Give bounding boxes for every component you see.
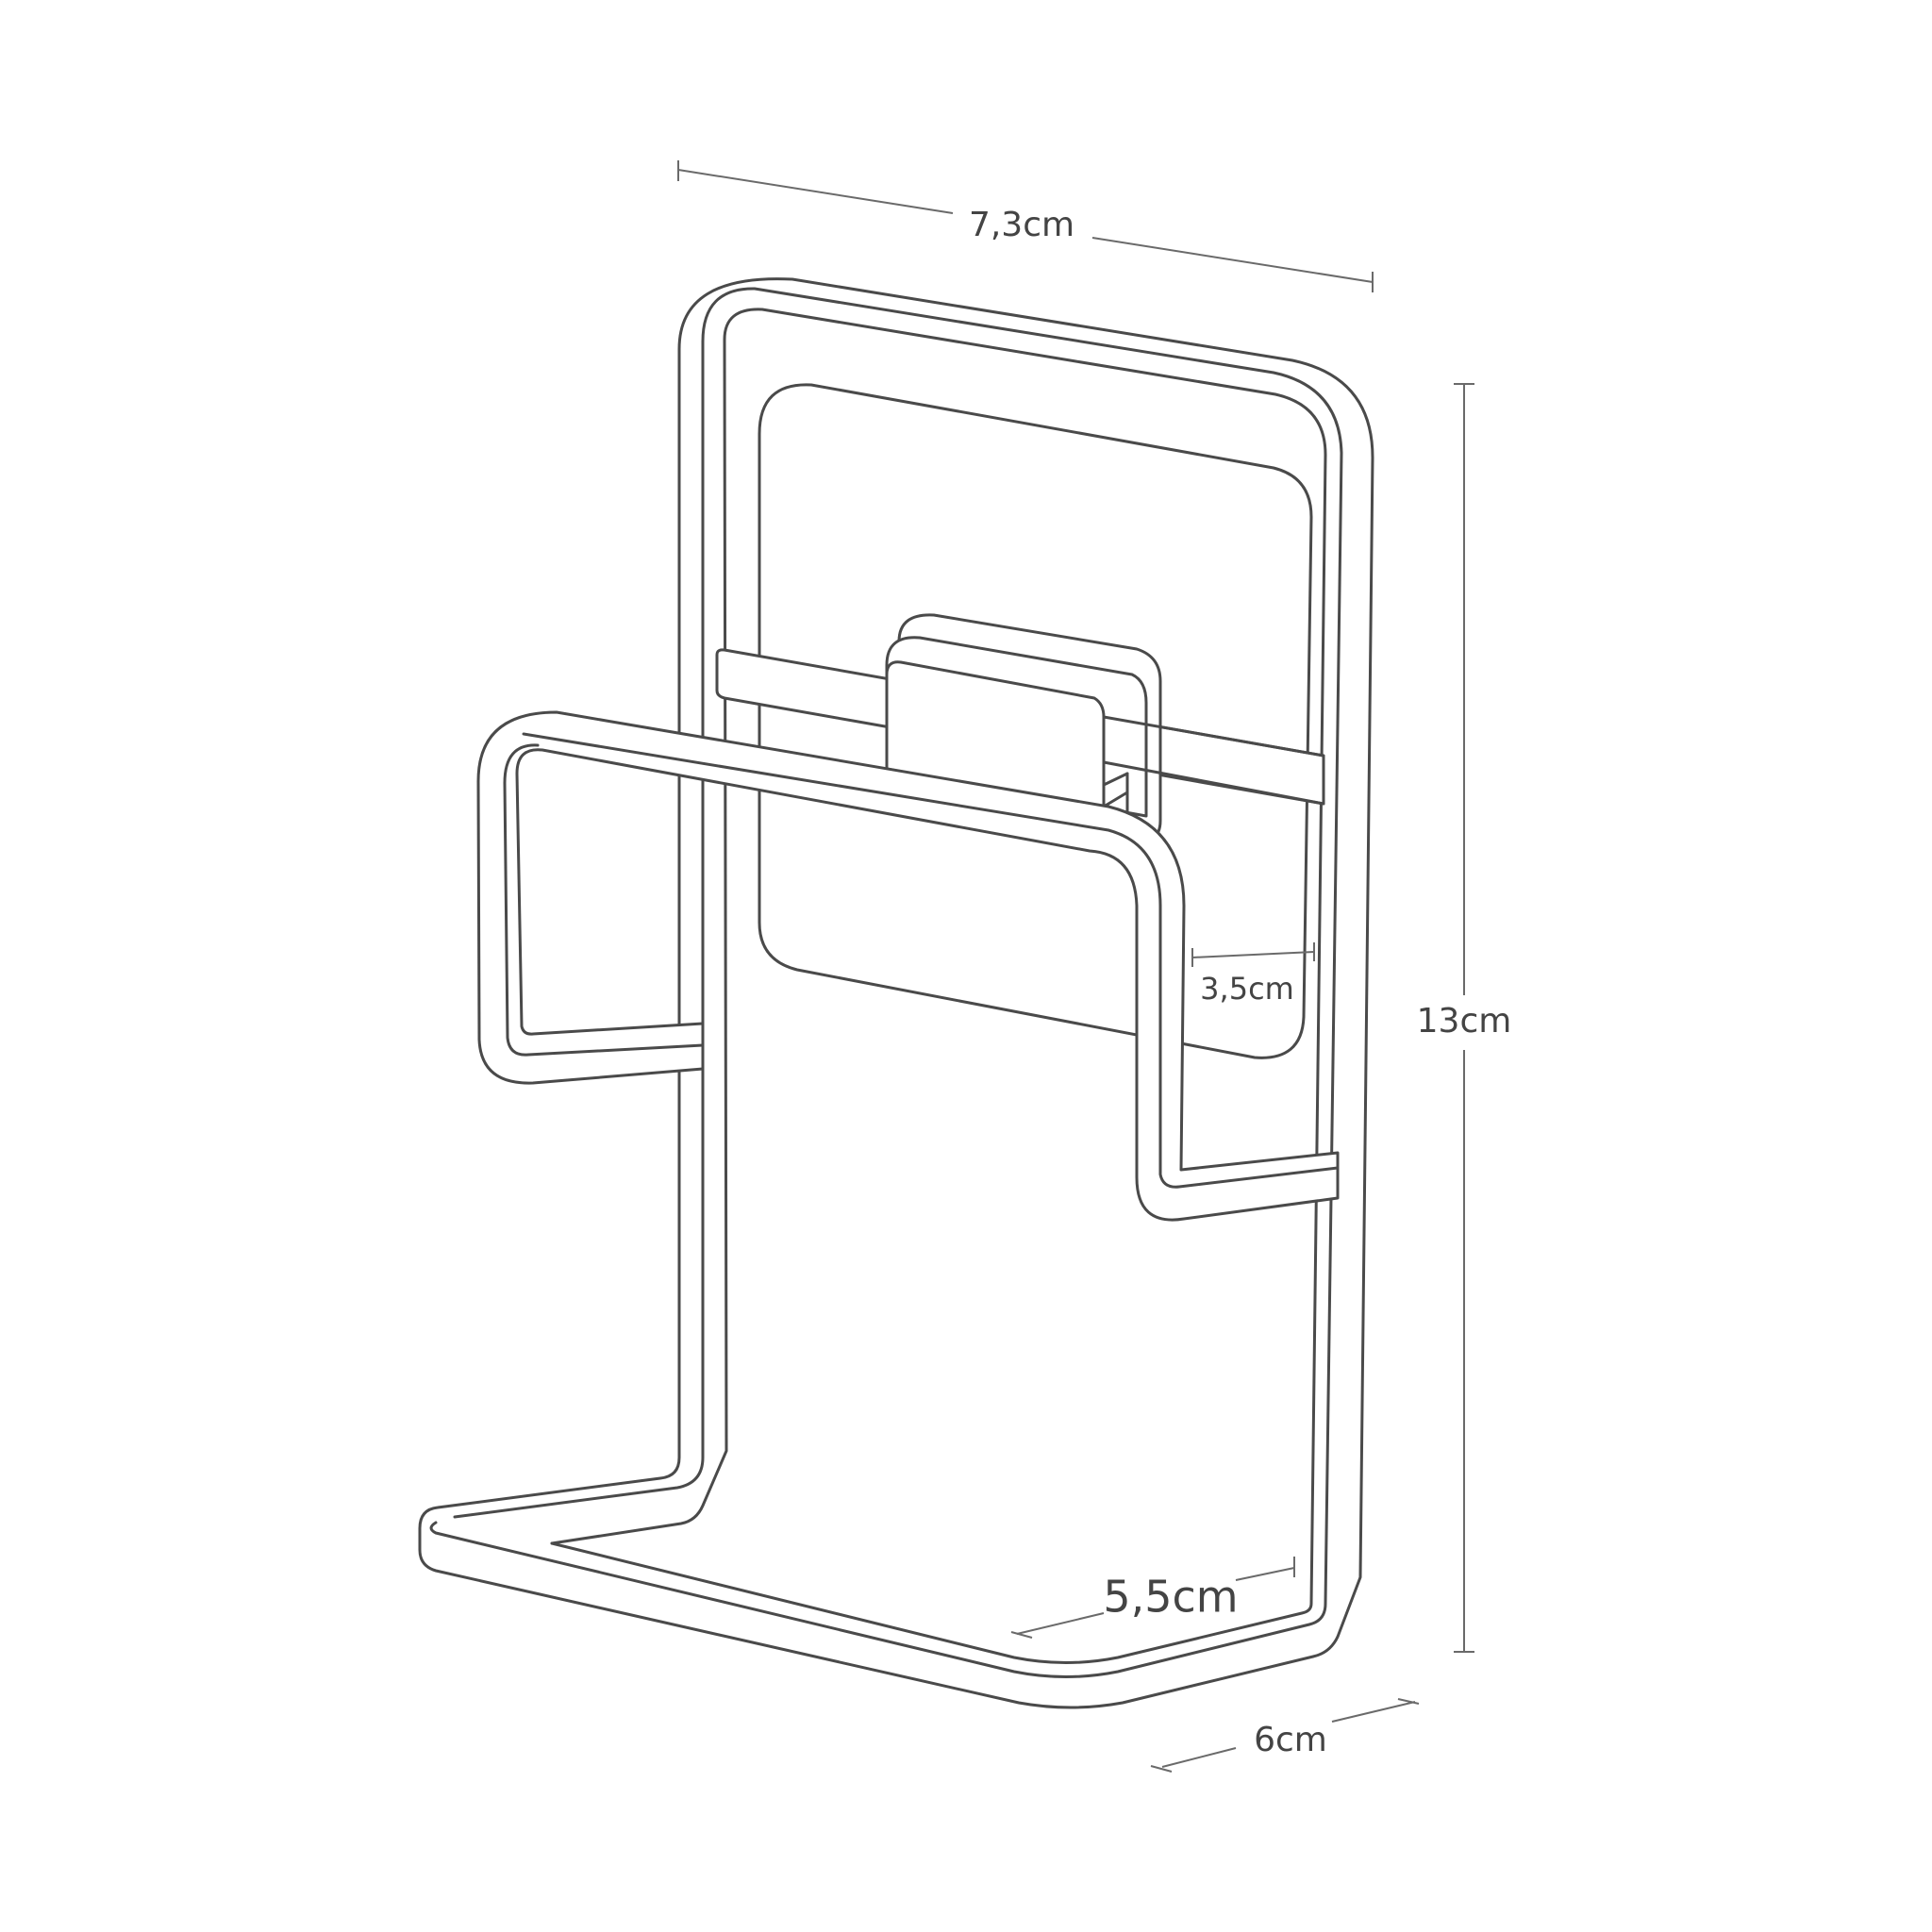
dimension-depth-label: 6cm: [1254, 1721, 1327, 1759]
dimension-gap-label: 3,5cm: [1200, 971, 1294, 1007]
dimension-inner-depth-label: 5,5cm: [1103, 1572, 1238, 1623]
dimension-depth: 6cm: [1150, 1698, 1420, 1773]
dimension-gap: 3,5cm: [1191, 942, 1315, 1007]
front-wire-loop: [476, 710, 1340, 1222]
dimension-height: 13cm: [1417, 383, 1512, 1653]
dimension-height-label: 13cm: [1417, 1002, 1512, 1041]
dimension-width: 7,3cm: [677, 160, 1374, 292]
dimension-inner-depth: 5,5cm: [1010, 1557, 1295, 1639]
dimension-width-label: 7,3cm: [969, 206, 1074, 244]
